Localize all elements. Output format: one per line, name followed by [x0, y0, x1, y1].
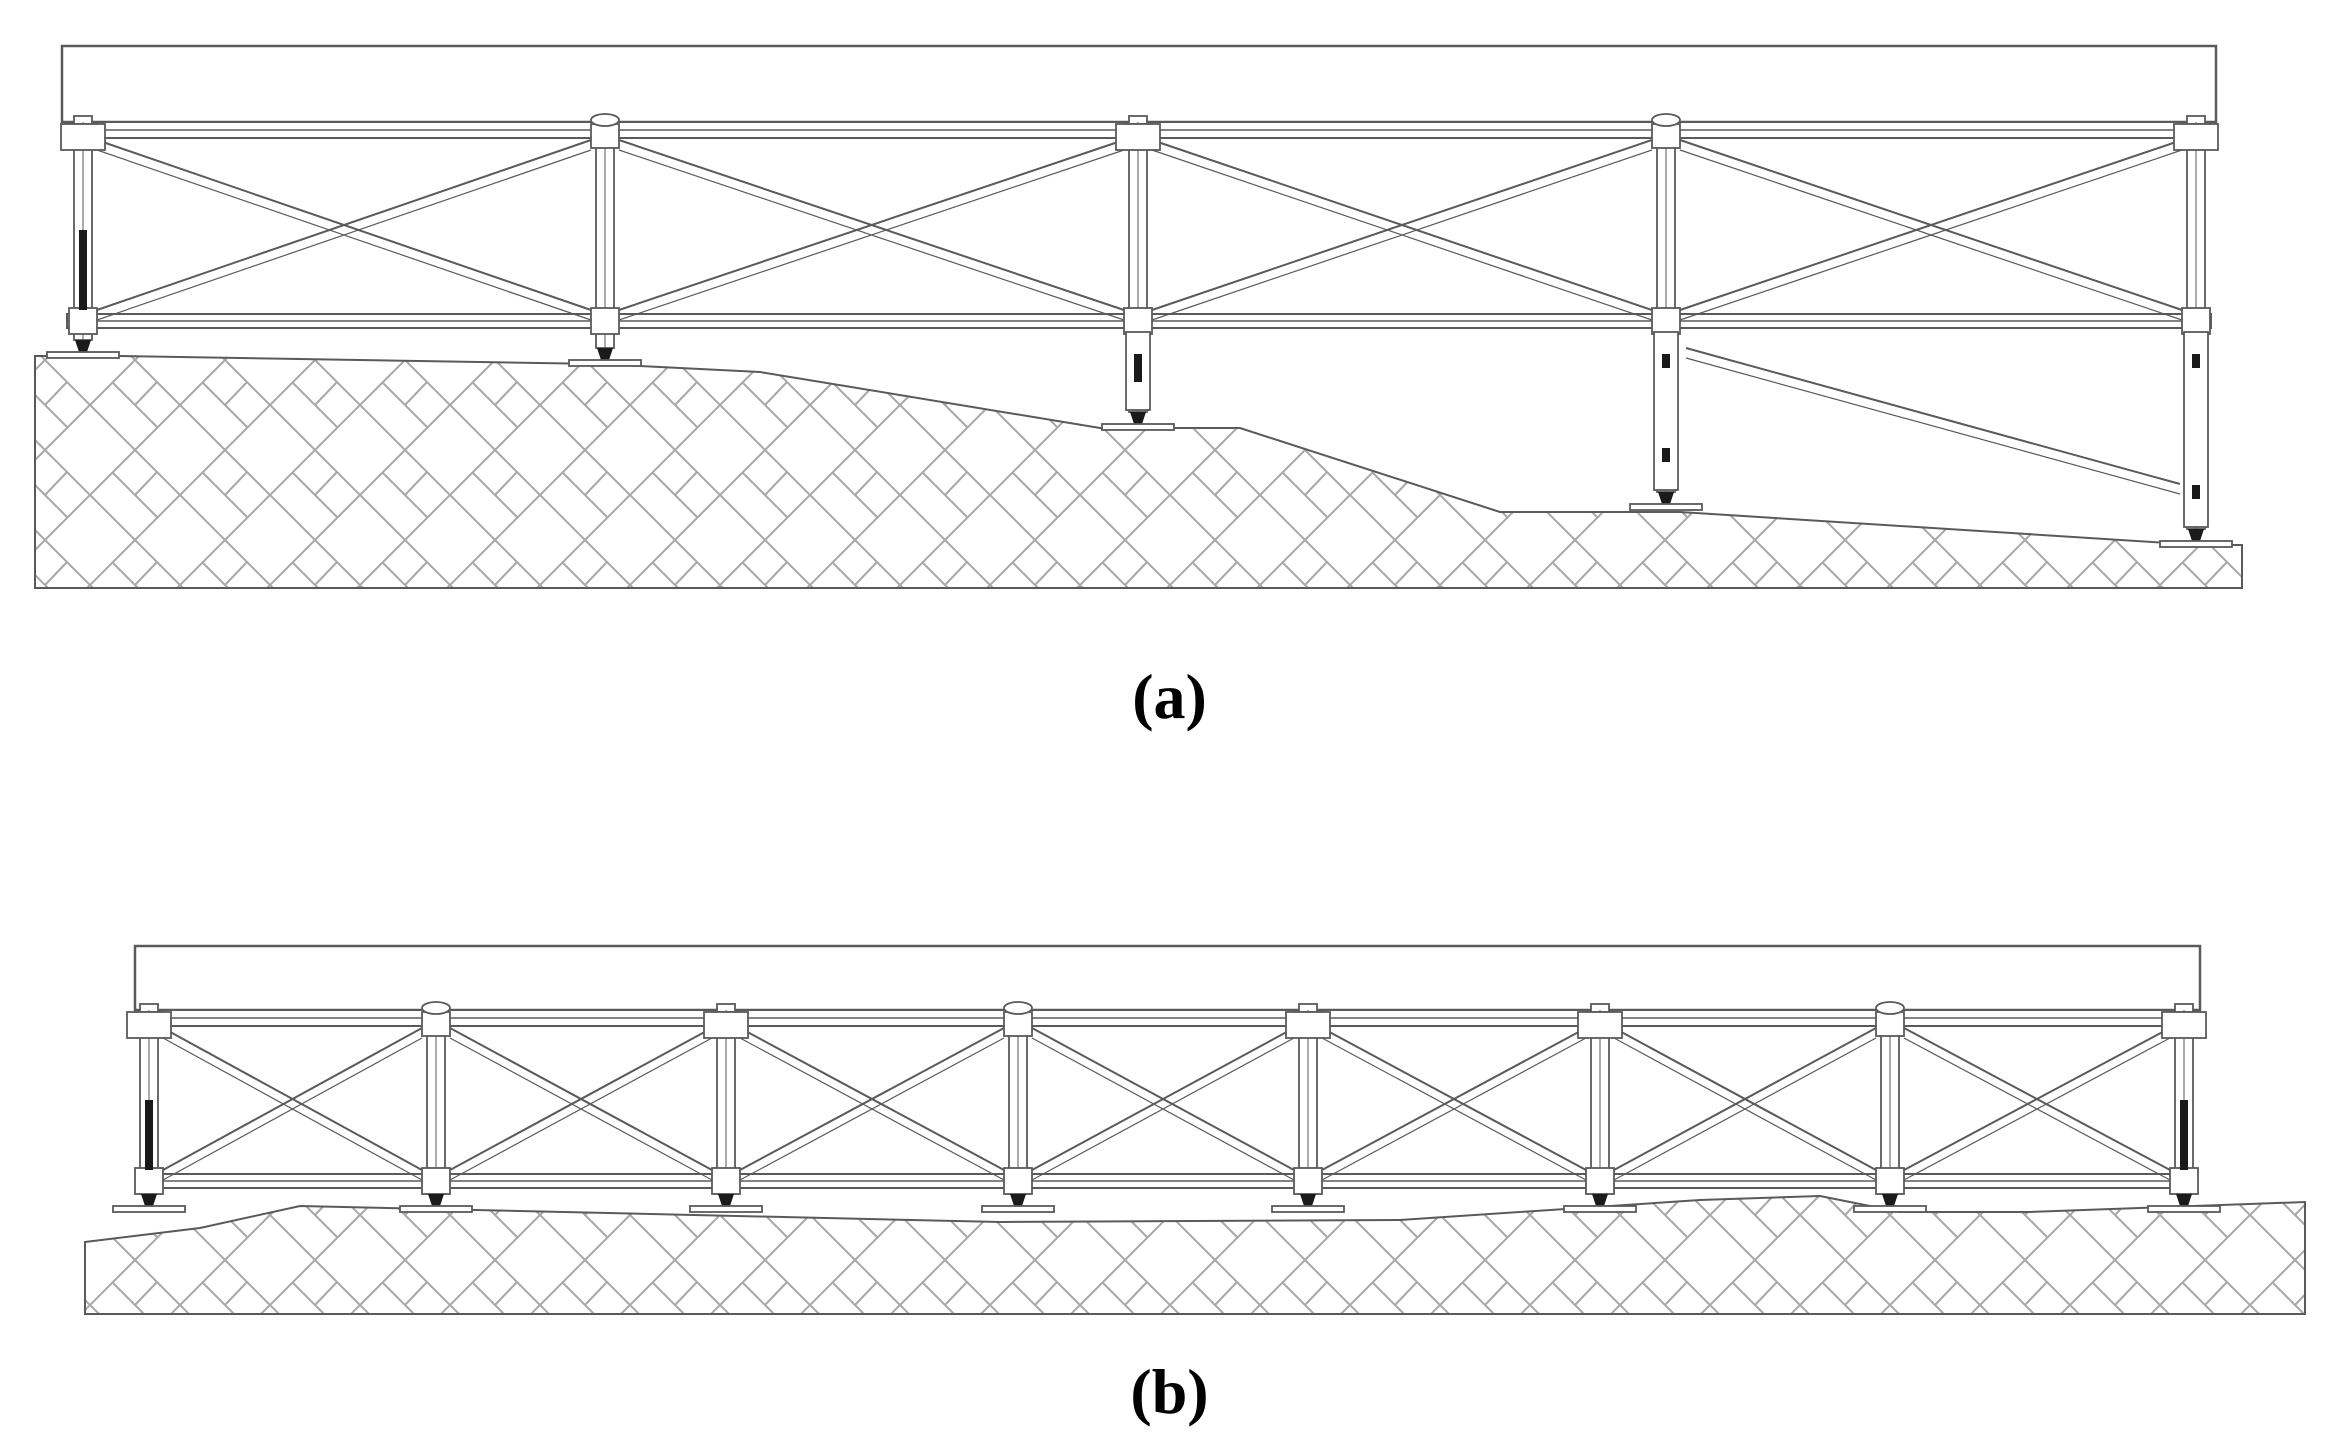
screw-jack-base — [2188, 529, 2204, 541]
cross-brace-edge — [1031, 1037, 1295, 1181]
lower-diagonal-brace — [1685, 347, 2181, 485]
bottom-coupler — [421, 1167, 451, 1195]
cross-brace — [1903, 1027, 2171, 1171]
bottom-coupler — [1651, 307, 1681, 335]
base-plate — [399, 1205, 473, 1213]
head-cap — [703, 1011, 749, 1039]
base-plate — [46, 351, 120, 359]
screw-jack-base — [2176, 1194, 2192, 1206]
bottom-coupler — [1585, 1167, 1615, 1195]
screw-jack-base — [141, 1194, 157, 1206]
head-cap — [1115, 123, 1161, 151]
extension-pin — [1662, 448, 1670, 462]
bottom-coupler — [711, 1167, 741, 1195]
cross-brace — [618, 139, 1125, 311]
bottom-coupler — [2181, 307, 2211, 335]
head-cap — [2161, 1011, 2207, 1039]
head-cap — [126, 1011, 172, 1039]
top-coupler — [590, 123, 620, 149]
deck-beam — [60, 44, 2218, 124]
extension-pin — [2192, 485, 2200, 499]
screw-jack-base — [1592, 1194, 1608, 1206]
cross-brace-edge — [162, 1037, 423, 1181]
cross-brace — [1679, 139, 2183, 311]
bottom-coupler — [1003, 1167, 1033, 1195]
bottom-coupler — [1875, 1167, 1905, 1195]
top-coupler — [1875, 1011, 1905, 1037]
bottom-coupler — [1293, 1167, 1323, 1195]
cross-brace — [96, 139, 592, 311]
screw-jack-base — [428, 1194, 444, 1206]
top-coupler — [421, 1011, 451, 1037]
screw-jack-base — [1130, 412, 1146, 424]
cross-brace-edge — [1321, 1037, 1587, 1181]
cross-brace-edge — [1679, 149, 2183, 321]
cross-brace-edge — [96, 149, 592, 321]
top-coupler — [1003, 1011, 1033, 1037]
head-cap — [60, 123, 106, 151]
cross-brace-edge — [739, 1037, 1005, 1181]
base-plate — [112, 1205, 186, 1213]
base-plate — [1629, 503, 1703, 511]
post-top-knob — [421, 1001, 451, 1015]
post-top-knob — [1651, 113, 1681, 127]
cross-brace — [739, 1027, 1005, 1171]
base-plate — [1563, 1205, 1637, 1213]
post-top-knob — [1003, 1001, 1033, 1015]
bottom-coupler — [590, 307, 620, 335]
cross-brace-edge — [1151, 149, 1653, 321]
panel-a-scaffold — [34, 44, 2243, 589]
bottom-coupler — [2169, 1167, 2199, 1195]
extension-pin — [2192, 354, 2200, 368]
jack-marker — [2180, 1100, 2188, 1170]
screw-jack-base — [1882, 1194, 1898, 1206]
panel-b-scaffold — [84, 944, 2306, 1315]
base-plate — [1853, 1205, 1927, 1213]
base-plate — [568, 359, 642, 367]
base-plate — [689, 1205, 763, 1213]
cross-brace-edge — [1903, 1037, 2171, 1181]
screw-jack-base — [718, 1194, 734, 1206]
cross-brace — [1613, 1027, 1877, 1171]
head-cap — [1285, 1011, 1331, 1039]
bottom-coupler — [1123, 307, 1153, 335]
head-cap — [2173, 123, 2219, 151]
cross-brace-edge — [449, 1037, 713, 1181]
cross-brace-edge — [1613, 1037, 1877, 1181]
post-top-knob — [1875, 1001, 1905, 1015]
cross-brace-edge — [618, 149, 1125, 321]
bottom-coupler — [134, 1167, 164, 1195]
extension-pin — [1134, 354, 1142, 368]
base-plate — [2147, 1205, 2221, 1213]
head-cap — [1577, 1011, 1623, 1039]
post-top-knob — [590, 113, 620, 127]
base-plate — [1101, 423, 1175, 431]
ground-hatch — [84, 1194, 2306, 1315]
screw-jack-base — [1010, 1194, 1026, 1206]
base-plate — [981, 1205, 1055, 1213]
jack-marker — [79, 230, 87, 310]
extension-pin — [1134, 368, 1142, 382]
panel-a-label: (a) — [1132, 661, 1207, 732]
screw-jack-base — [1300, 1194, 1316, 1206]
cross-brace — [1151, 139, 1653, 311]
base-plate — [2159, 540, 2233, 548]
jack-marker — [145, 1100, 153, 1170]
bottom-coupler — [68, 307, 98, 335]
screw-jack-base — [597, 348, 613, 360]
cross-brace — [1031, 1027, 1295, 1171]
cross-brace — [1321, 1027, 1587, 1171]
extension-pin — [1662, 354, 1670, 368]
base-plate — [1271, 1205, 1345, 1213]
cross-brace — [162, 1027, 423, 1171]
screw-jack-base — [75, 340, 91, 352]
cross-brace — [449, 1027, 713, 1171]
deck-beam — [133, 944, 2202, 1012]
lower-diagonal-brace-edge — [1685, 357, 2181, 495]
screw-jack-base — [1658, 492, 1674, 504]
top-coupler — [1651, 123, 1681, 149]
panel-b-label: (b) — [1130, 1356, 1209, 1427]
